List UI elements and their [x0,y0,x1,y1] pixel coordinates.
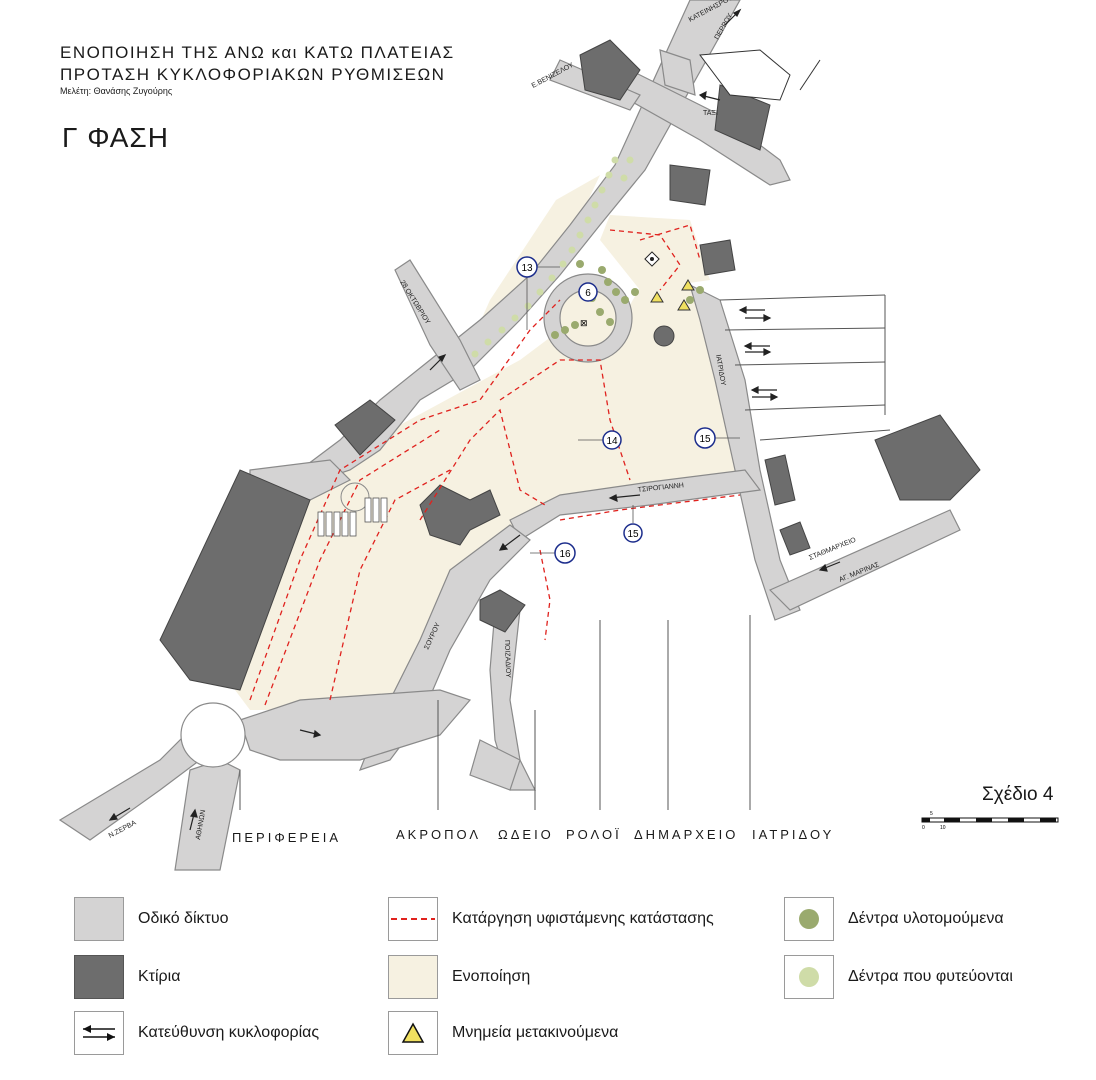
trees-cut [551,260,704,339]
marker-15b: 15 [623,505,643,543]
title-line-2: ΠΡΟΤΑΣΗ ΚΥΚΛΟΦΟΡΙΑΚΩΝ ΡΥΘΜΙΣΕΩΝ [60,65,446,84]
scale-label: 5 [930,811,933,817]
legend-label: Δέντρα υλοτομούμενα [848,910,1004,927]
plan-map: 13 6 14 15 15 16 ⊠ [58,0,1059,871]
marker-14: 14 [578,430,622,450]
building-swatch [74,955,124,999]
phase-title: Γ ΦΑΣΗ [62,122,169,153]
legend-item-removal: Κατάργηση υφιστάμενης κατάστασης [388,897,714,941]
street-label: ΤΑΞΙ [703,110,718,117]
lower-roundabout-island [180,702,246,768]
legend-label: Οδικό δίκτυο [138,910,229,927]
dashed-line-icon [388,897,438,941]
trees-planted [471,156,634,358]
legend-item-trees-cut: Δέντρα υλοτομούμενα [784,897,1004,941]
bottom-label-akropol: ΑΚΡΟΠΟΛ [396,827,482,842]
road-swatch [74,897,124,941]
marker-label: 15 [699,434,711,445]
legend-label: Μνημεία μετακινούμενα [452,1024,619,1041]
legend-label: Κατάργηση υφιστάμενης κατάστασης [452,910,714,927]
tree-cut-icon [784,897,834,941]
drawing-number: Σχέδιο 4 [982,784,1054,805]
author: Μελέτη: Θανάσης Ζυγούρης [60,86,173,96]
legend-item-buildings: Κτίρια [74,955,180,999]
legend-label: Κατεύθυνση κυκλοφορίας [138,1024,320,1041]
crosswalk [317,497,388,537]
plot-lines [239,615,751,810]
scale-label: 10 [940,825,946,831]
cross-symbol: ⊠ [580,318,588,328]
legend-item-road: Οδικό δίκτυο [74,897,228,941]
title-line-1: ΕΝΟΠΟΙΗΣΗ ΤΗΣ ΑΝΩ και ΚΑΤΩ ΠΛΑΤΕΙΑΣ [60,43,455,62]
scale-bar: 5 0 10 [921,811,1059,831]
marker-label: 15 [627,529,639,540]
legend-item-trees-planted: Δέντρα που φυτεύονται [784,955,1013,999]
marker-label: 16 [559,549,571,560]
marker-label: 6 [585,288,591,299]
street-label: ΤΣΙΡΟΓΙΑΝΝΗ [637,482,684,494]
parking-lines [719,294,891,441]
legend-item-monument: Μνημεία μετακινούμενα [388,1011,618,1055]
monument-triangles [650,279,695,311]
outline-buildings [699,49,821,101]
marker-label: 14 [606,436,618,447]
marker-6: 6 [578,282,598,302]
triangle-icon [388,1011,438,1055]
legend-label: Δέντρα που φυτεύονται [848,968,1013,985]
marker-13: 13 [516,256,560,330]
small-roundabout [340,482,370,512]
two-way-arrows-icon [74,1011,124,1055]
street-label: ΠΟΙΖΑΔΙΟΥ [503,640,511,678]
direction-arrows [108,8,841,831]
buildings [159,39,981,691]
bottom-label-dimarxeio: ΔΗΜΑΡΧΕΙΟ [634,827,739,842]
marker-label: 13 [521,263,533,274]
map-markers: 13 6 14 15 15 16 [516,256,740,564]
legend: Οδικό δίκτυο Κτίρια Κατεύθυνση κυκλοφορί… [0,880,1096,1080]
marker-16: 16 [530,542,576,564]
bottom-label-roloi: ΡΟΛΟΪ [566,827,622,842]
marker-15a: 15 [694,427,740,449]
bottom-label-iatridou: ΙΑΤΡΙΔΟΥ [752,827,835,842]
legend-label: Ενοποίηση [452,968,531,985]
legend-label: Κτίρια [138,968,181,985]
bottom-label-odeio: ΩΔΕΙΟ [498,827,554,842]
bottom-label-perifereia: ΠΕΡΙΦΕΡΕΙΑ [232,830,342,845]
point-symbols: ⊠ [580,251,660,328]
scale-label: 0 [922,825,925,831]
legend-item-direction: Κατεύθυνση κυκλοφορίας [74,1011,319,1055]
unification-swatch [388,955,438,999]
tree-planted-icon [784,955,834,999]
title-block: ΕΝΟΠΟΙΗΣΗ ΤΗΣ ΑΝΩ και ΚΑΤΩ ΠΛΑΤΕΙΑΣ ΠΡΟΤ… [60,42,455,96]
legend-item-unification: Ενοποίηση [388,955,530,999]
